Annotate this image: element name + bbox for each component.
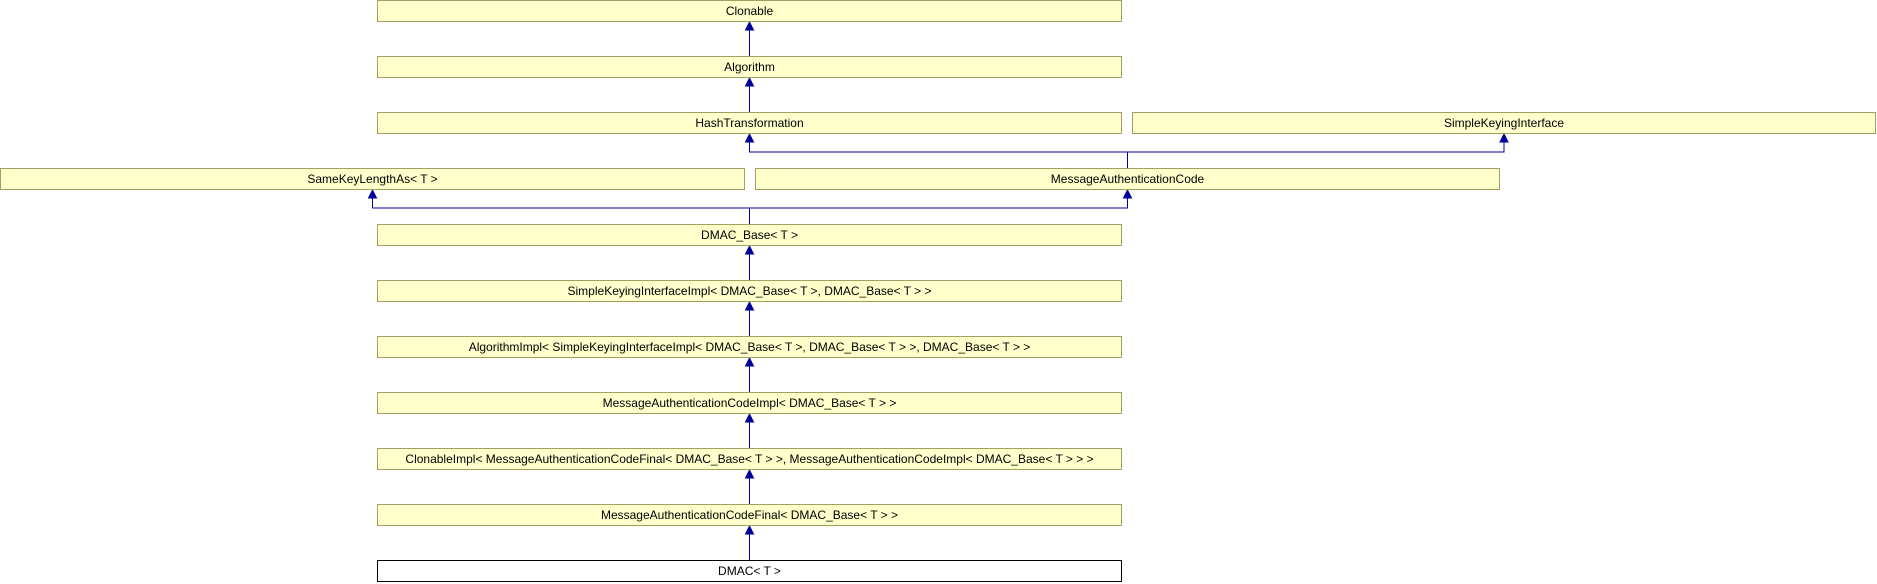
node-dmac-base[interactable]: DMAC_Base< T >: [377, 224, 1122, 246]
edge-mac-to-simple-keying-interface-arrowhead: [1499, 132, 1509, 143]
node-algorithm-impl[interactable]: AlgorithmImpl< SimpleKeyingInterfaceImpl…: [377, 336, 1122, 358]
node-message-authentication-code-final[interactable]: MessageAuthenticationCodeFinal< DMAC_Bas…: [377, 504, 1122, 526]
node-same-key-length-as[interactable]: SameKeyLengthAs< T >: [0, 168, 745, 190]
node-dmac: DMAC< T >: [377, 560, 1122, 582]
edge-dmac-base-to-same-key-length-as-arrowhead: [367, 188, 378, 199]
edge-mac-to-hash-transformation: [749, 142, 1128, 168]
edge-dmac-base-to-mac-arrowhead: [1122, 188, 1133, 199]
node-message-authentication-code[interactable]: MessageAuthenticationCode: [755, 168, 1500, 190]
edge-mac-final-to-clonable-impl-arrowhead: [744, 468, 755, 479]
node-simple-keying-interface-impl[interactable]: SimpleKeyingInterfaceImpl< DMAC_Base< T …: [377, 280, 1122, 302]
edge-ski-impl-to-dmac-base-arrowhead: [744, 244, 755, 255]
edge-algorithm-to-clonable-arrowhead: [744, 20, 755, 31]
node-simple-keying-interface[interactable]: SimpleKeyingInterface: [1132, 112, 1876, 134]
edge-clonable-impl-to-mac-impl-arrowhead: [744, 412, 755, 423]
node-hash-transformation[interactable]: HashTransformation: [377, 112, 1122, 134]
edge-mac-to-simple-keying-interface: [1127, 142, 1505, 153]
edge-dmac-base-to-same-key-length-as: [372, 198, 750, 224]
edge-mac-to-hash-transformation-arrowhead: [744, 132, 755, 143]
edge-dmac-to-mac-final-arrowhead: [744, 524, 755, 535]
edge-hash-transformation-to-algorithm-arrowhead: [744, 76, 755, 87]
edge-mac-impl-to-algorithm-impl-arrowhead: [744, 356, 755, 367]
edge-algorithm-impl-to-ski-impl-arrowhead: [744, 300, 755, 311]
node-message-authentication-code-impl[interactable]: MessageAuthenticationCodeImpl< DMAC_Base…: [377, 392, 1122, 414]
edge-dmac-base-to-mac: [749, 198, 1128, 209]
node-clonable-impl[interactable]: ClonableImpl< MessageAuthenticationCodeF…: [377, 448, 1122, 470]
node-clonable[interactable]: Clonable: [377, 0, 1122, 22]
node-algorithm[interactable]: Algorithm: [377, 56, 1122, 78]
